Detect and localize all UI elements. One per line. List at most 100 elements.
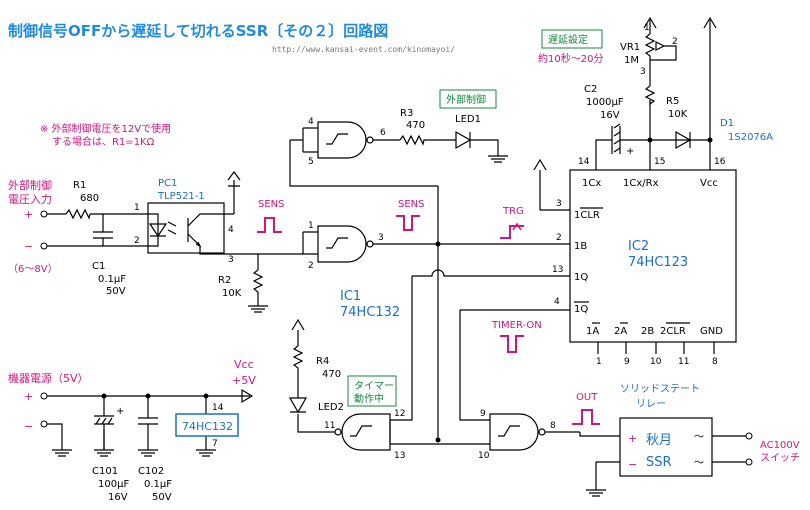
input-minus: −	[24, 240, 33, 253]
vr1-pin1: 1	[644, 23, 650, 33]
ic2-pin9: 9	[624, 357, 630, 367]
out-label: OUT	[576, 392, 598, 403]
ic1b-pin4: 4	[308, 117, 314, 127]
ic1b-pin5: 5	[308, 157, 314, 167]
power-terminal-plus	[40, 392, 48, 400]
ic1d-pin8: 8	[550, 421, 556, 431]
led2-icon	[288, 397, 308, 414]
led1-icon	[455, 130, 472, 150]
r5-value: 10K	[668, 109, 688, 120]
ic2-pin-clr2: 2CLR	[660, 326, 686, 337]
led1-name: LED1	[455, 114, 481, 125]
ic2-pin13: 13	[552, 265, 563, 275]
timer-on-pulse-icon	[500, 335, 524, 353]
ic1d-pin9: 9	[480, 409, 486, 419]
power-minus: −	[24, 420, 33, 433]
ssr-tilde1: 〜	[694, 432, 704, 443]
sens1-pulse-icon	[257, 217, 282, 233]
input-plus: +	[24, 208, 33, 221]
pc1-pin2: 2	[134, 236, 140, 246]
ssr-name1: 秋月	[646, 433, 672, 448]
c102-value1: 0.1μF	[144, 479, 172, 490]
ic2-name: IC2	[628, 239, 649, 254]
input-label1: 外部制御	[8, 178, 52, 192]
power-plus: +	[24, 390, 33, 403]
vr1-pin2: 2	[672, 37, 678, 47]
pc1-pin3: 3	[228, 255, 234, 265]
ic2-pin-cx: 1Cx	[582, 178, 601, 189]
ic2-chip	[569, 169, 737, 343]
ssr-box	[619, 417, 713, 477]
ic2-pin1: 1	[596, 357, 602, 367]
ic2-pin-b2: 2B	[641, 326, 654, 337]
ic1b-pin6: 6	[380, 128, 386, 138]
ssr-minus: −	[628, 458, 637, 471]
ic1-gate-b	[317, 121, 374, 159]
external-control-label: 外部制御	[446, 93, 486, 106]
c1-value1: 0.1μF	[98, 274, 126, 285]
c2-plus: +	[626, 146, 634, 157]
ssr-label1: ソリッドステート	[620, 384, 700, 395]
ic2-pin3: 3	[556, 199, 562, 209]
ic1c-pin11: 11	[324, 421, 335, 431]
delay-setting-label: 遅延設定	[548, 33, 588, 46]
pc1-optocoupler	[147, 202, 225, 254]
ssr-name2: SSR	[646, 455, 672, 470]
ic1c-pin13: 13	[394, 451, 405, 461]
c102-capacitor	[138, 396, 158, 457]
trg-edge-icon	[500, 225, 524, 239]
timer-active-box	[347, 375, 397, 407]
pc1-led-icon	[148, 223, 168, 238]
ic2-pin-clr: 1CLR	[574, 210, 600, 221]
ic2-pin-gnd: GND	[700, 326, 723, 337]
pc1-name: PC1	[158, 178, 177, 189]
out-pulse-icon	[572, 409, 600, 425]
sens1-label: SENS	[258, 199, 285, 210]
ic1-power-pin14: 14	[212, 403, 224, 413]
r1-value: 680	[80, 193, 99, 204]
timer-on-label: TIMER-ON	[491, 320, 542, 331]
c101-capacitor	[94, 415, 114, 425]
ic1-power-box	[175, 413, 239, 437]
r2-resistor	[252, 269, 264, 306]
external-control-box	[439, 89, 497, 109]
note-line1: ※ 外部制御電圧を12Vで使用	[40, 122, 171, 135]
d1-name: D1	[720, 118, 734, 129]
r3-name: R3	[400, 108, 413, 119]
vr1-value: 1M	[624, 55, 639, 66]
ac-label1: AC100V	[760, 440, 800, 451]
pc1-part: TLP521-1	[157, 191, 205, 202]
url-text: http://www.kansai-event.com/kinomayoi/	[272, 45, 455, 54]
ic1-part: 74HC132	[340, 305, 400, 320]
ic2-part: 74HC123	[628, 255, 688, 270]
ic2-pin11: 11	[678, 357, 689, 367]
ic1-gate-d	[489, 413, 546, 451]
r3-value: 470	[406, 120, 425, 131]
ic1c-pin12: 12	[394, 409, 405, 419]
ic1d-pin10: 10	[478, 451, 490, 461]
r3-resistor	[399, 134, 450, 146]
page-title: 制御信号OFFから遅延して切れるSSR〔その２〕回路図	[8, 22, 388, 40]
c2-name: C2	[584, 84, 597, 95]
r4-resistor	[292, 345, 304, 380]
trg-label: TRG	[502, 206, 524, 217]
c102-value2: 50V	[152, 492, 172, 503]
timer-active-label2: 動作中	[354, 392, 384, 405]
input-range: （6〜8V）	[8, 263, 58, 275]
ac-terminal-2	[745, 458, 753, 466]
c1-name: C1	[92, 261, 105, 272]
r5-resistor	[644, 85, 656, 106]
sens2-label: SENS	[398, 199, 425, 210]
ic2-pin-a1: 1A	[586, 326, 599, 337]
c101-name: C101	[92, 466, 118, 477]
delay-setting-box	[541, 29, 603, 49]
c1-capacitor	[93, 231, 113, 239]
ic2-pin-b: 1B	[574, 241, 587, 252]
ac-label2: スイッチ	[760, 452, 800, 464]
r2-value: 10K	[222, 288, 242, 299]
c2-value1: 1000μF	[586, 97, 624, 108]
ic1-name: IC1	[340, 289, 361, 304]
ac-terminal-1	[745, 432, 753, 440]
ssr-plus: +	[628, 432, 637, 445]
